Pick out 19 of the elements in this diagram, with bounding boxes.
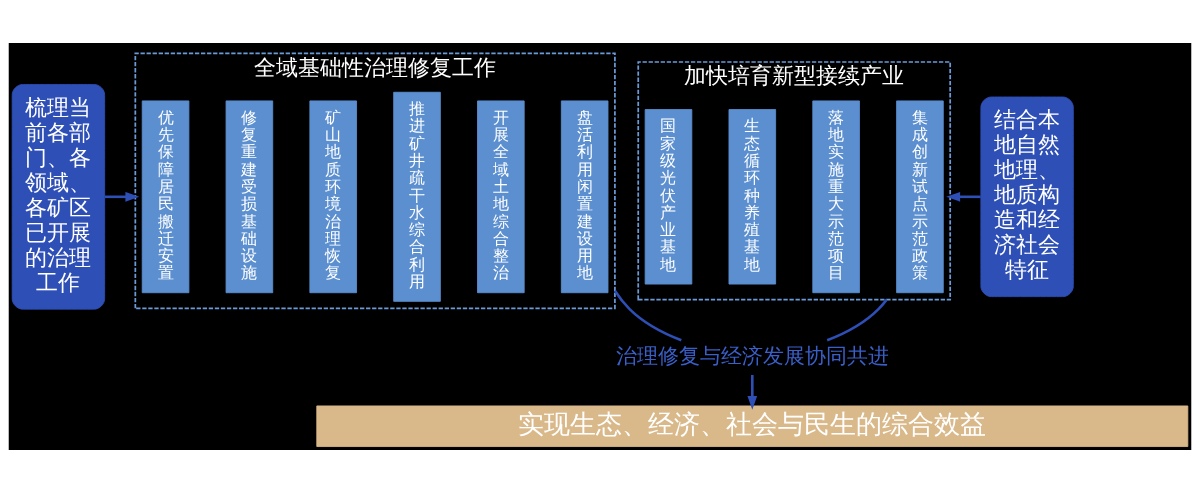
node-box: 集成创新试点示范政策 — [896, 100, 944, 294]
arrow — [946, 191, 981, 202]
node-box: 实现生态、经济、社会与民生的综合效益 — [316, 405, 1189, 447]
node-box: 推进矿井疏干水综合利用 — [393, 91, 441, 302]
node-box: 结合本地自然地理、地质构造和经济社会特征 — [980, 96, 1074, 298]
node-box: 国家级光伏产业基地 — [644, 109, 693, 285]
connector — [613, 290, 682, 342]
node-box: 开展全域土地综合整治 — [477, 100, 525, 294]
node-box: 梳理当前各部门、各领域、各矿区已开展的治理工作 — [11, 84, 106, 310]
connector — [826, 298, 888, 342]
node-box: 矿山地质环境治理恢复 — [309, 100, 357, 294]
node-box: 生态循环种养殖基地 — [728, 109, 777, 285]
node-box: 盘活利用闲置建设用地 — [560, 100, 609, 294]
arrow — [104, 191, 140, 202]
node-box: 落地实施重大示范项目 — [812, 100, 860, 294]
node-box: 优先保障居民搬迁安置 — [141, 100, 190, 294]
node-text: 治理修复与经济发展协同共进 — [615, 343, 889, 368]
arrow — [747, 374, 758, 410]
node-box: 修复重建受损基础设施 — [225, 100, 274, 294]
